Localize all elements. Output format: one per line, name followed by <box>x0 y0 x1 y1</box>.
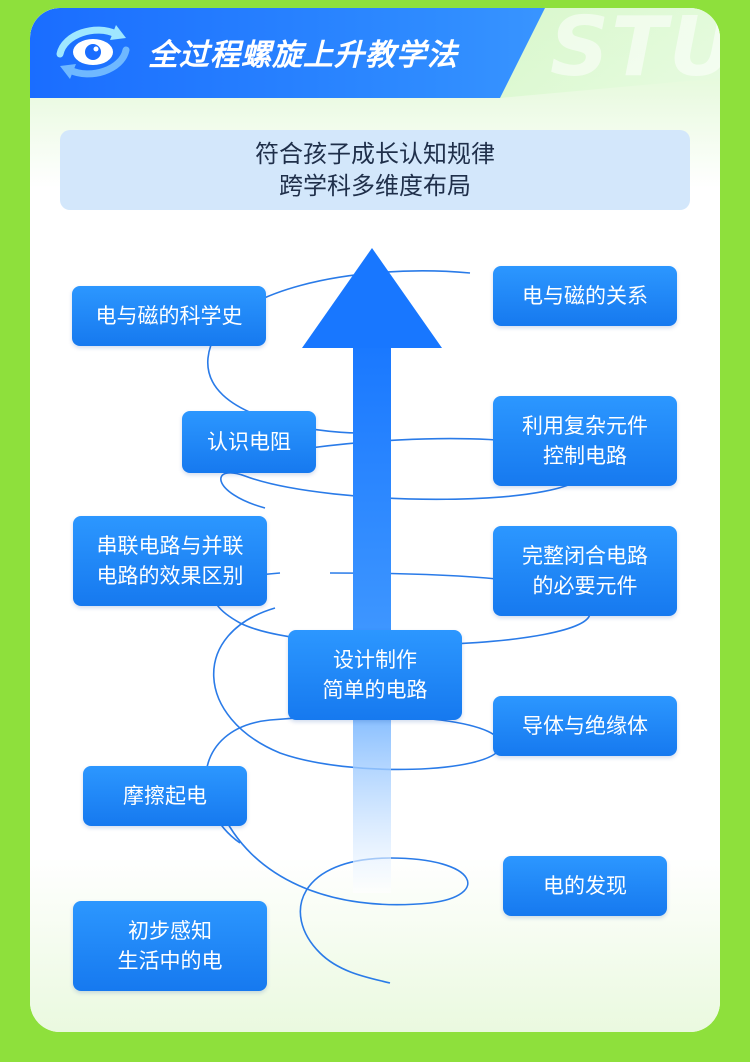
node-discovery: 电的发现 <box>503 856 667 916</box>
node-label-1: 利用复杂元件 <box>522 414 648 438</box>
node-label-1: 串联电路与并联 <box>96 534 244 558</box>
node-perceive: 初步感知 生活中的电 <box>73 901 267 991</box>
page-title: 全过程螺旋上升教学法 <box>148 38 458 73</box>
spiral-loop-5 <box>219 807 469 984</box>
node-closed-circuit: 完整闭合电路 的必要元件 <box>493 526 677 616</box>
node-label: 电与磁的关系 <box>522 284 648 308</box>
node-conductor-insulator: 导体与绝缘体 <box>493 696 677 756</box>
arrow-head <box>302 248 442 348</box>
node-design-circuit: 设计制作 简单的电路 <box>288 630 462 720</box>
node-em-relation: 电与磁的关系 <box>493 266 677 326</box>
node-resistance: 认识电阻 <box>182 411 316 473</box>
node-label-2: 控制电路 <box>543 444 627 468</box>
node-complex-control: 利用复杂元件 控制电路 <box>493 396 677 486</box>
main-card: STUD 全过程螺旋上升教学法 符合孩子成长认知规律 跨学科多维度布局 <box>30 8 720 1032</box>
eye-cycle-logo-icon <box>56 25 130 79</box>
node-label-2: 生活中的电 <box>117 949 223 973</box>
node-label: 导体与绝缘体 <box>522 714 648 738</box>
header-watermark: STUD <box>550 8 720 95</box>
node-em-history: 电与磁的科学史 <box>72 286 266 346</box>
subtitle-line-2: 跨学科多维度布局 <box>279 172 471 200</box>
spiral-loop-2 <box>220 437 586 509</box>
node-label-1: 完整闭合电路 <box>522 544 648 568</box>
node-friction: 摩擦起电 <box>83 766 247 826</box>
arrow-shaft <box>353 333 391 893</box>
node-label-1: 设计制作 <box>333 648 417 672</box>
node-label: 电与磁的科学史 <box>95 304 243 328</box>
node-label-1: 初步感知 <box>128 919 212 943</box>
node-label-2: 简单的电路 <box>322 678 428 702</box>
node-label-2: 的必要元件 <box>532 574 638 598</box>
node-label: 摩擦起电 <box>123 784 207 808</box>
node-label-2: 电路的效果区别 <box>96 564 244 588</box>
node-label: 电的发现 <box>543 874 627 898</box>
node-label: 认识电阻 <box>207 430 291 454</box>
subtitle-box: 符合孩子成长认知规律 跨学科多维度布局 <box>60 130 690 210</box>
node-series-parallel: 串联电路与并联 电路的效果区别 <box>73 516 267 606</box>
subtitle-line-1: 符合孩子成长认知规律 <box>255 140 495 168</box>
spiral-diagram <box>204 248 591 984</box>
header-band <box>30 8 545 98</box>
